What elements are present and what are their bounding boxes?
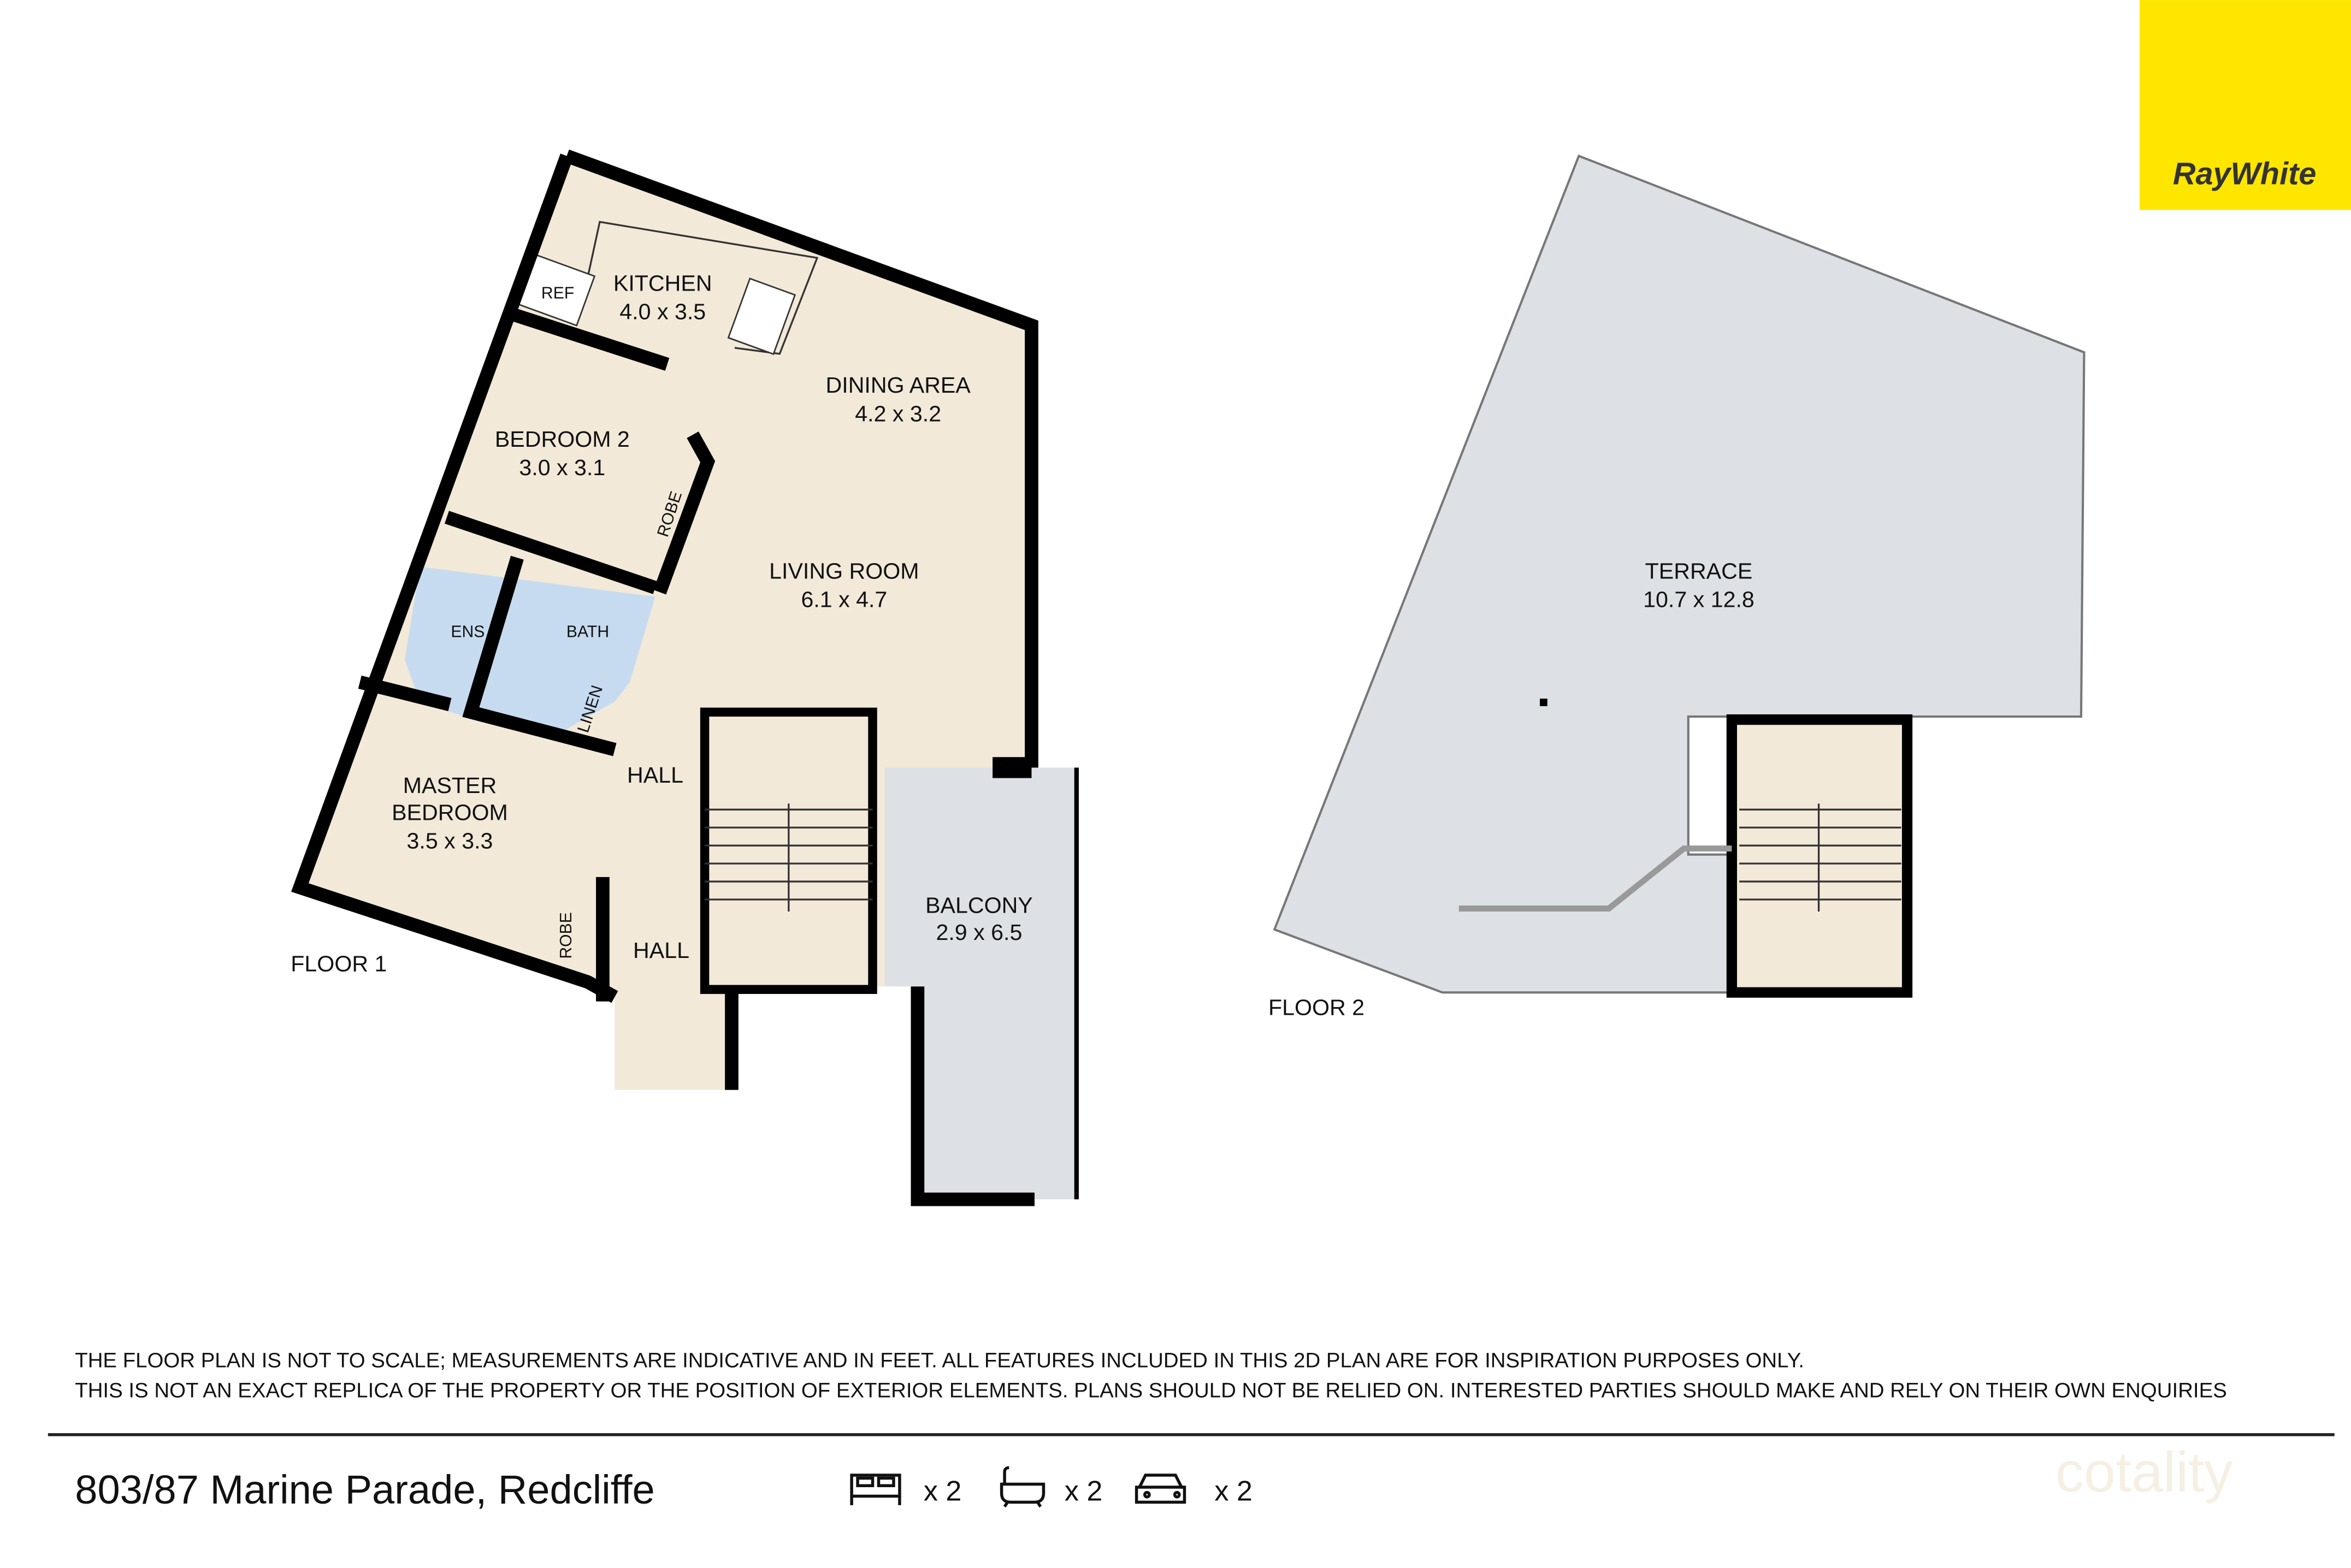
bath-label: BATH <box>566 623 609 641</box>
master-label-2: BEDROOM <box>392 800 508 825</box>
bed-icon <box>850 1474 901 1505</box>
svg-text:RayWhite: RayWhite <box>2173 157 2317 192</box>
hall-label-1: HALL <box>627 762 683 788</box>
floor-2-label: FLOOR 2 <box>1268 995 1364 1020</box>
kitchen-label: KITCHEN <box>613 271 712 296</box>
cotality-watermark: cotality <box>2055 1441 2233 1504</box>
bath-count: x 2 <box>1065 1476 1103 1507</box>
wet-area <box>405 566 655 738</box>
living-size: 6.1 x 4.7 <box>801 587 887 612</box>
bath-icon <box>1000 1466 1045 1508</box>
terrace-area <box>1273 154 2086 994</box>
terrace-size: 10.7 x 12.8 <box>1643 587 1755 612</box>
hall-label-2: HALL <box>633 938 689 963</box>
robe-label-2: ROBE <box>557 912 575 959</box>
dining-label: DINING AREA <box>826 372 971 398</box>
bed-count: x 2 <box>924 1476 962 1507</box>
floor-1-label: FLOOR 1 <box>291 951 387 977</box>
balcony-area <box>884 767 1077 1199</box>
raywhite-logo: RayWhite <box>2139 0 2351 210</box>
kitchen-size: 4.0 x 3.5 <box>619 299 706 324</box>
master-size: 3.5 x 3.3 <box>407 829 493 854</box>
disclaimer-line-2: THIS IS NOT AN EXACT REPLICA OF THE PROP… <box>75 1378 2227 1402</box>
master-label-1: MASTER <box>403 773 497 798</box>
balcony-label: BALCONY <box>925 893 1033 918</box>
disclaimer-line-1: THE FLOOR PLAN IS NOT TO SCALE; MEASUREM… <box>75 1348 1804 1372</box>
car-icon <box>1135 1474 1186 1504</box>
bedroom2-size: 3.0 x 3.1 <box>519 455 605 480</box>
floor-1: KITCHEN 4.0 x 3.5 DINING AREA 4.2 x 3.2 … <box>291 149 1079 1206</box>
bedroom2-label: BEDROOM 2 <box>495 427 630 452</box>
ref-label: REF <box>541 284 574 302</box>
terrace-label: TERRACE <box>1645 559 1753 584</box>
living-label: LIVING ROOM <box>769 559 919 584</box>
balcony-size: 2.9 x 6.5 <box>936 920 1022 945</box>
ens-label: ENS <box>451 623 485 641</box>
car-count: x 2 <box>1214 1476 1253 1507</box>
dining-size: 4.2 x 3.2 <box>855 401 941 426</box>
property-address: 803/87 Marine Parade, Redcliffe <box>75 1467 655 1512</box>
floor-2: TERRACE 10.7 x 12.8 FLOOR 2 <box>1268 154 2086 1020</box>
